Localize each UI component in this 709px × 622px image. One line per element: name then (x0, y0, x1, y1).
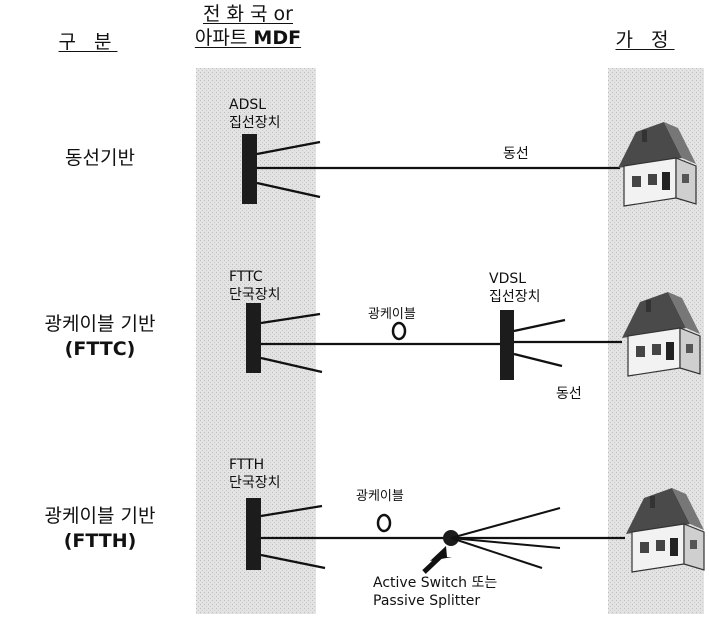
row-label-ftth-sub: (FTTH) (63, 530, 137, 552)
row-fttc: FTTC 단국장치 광케이블 VDSL 집선장치 동선 (229, 269, 701, 402)
header-home-text: 가 정 (615, 29, 675, 51)
arrow-shaft (422, 552, 445, 574)
device-vdsl-label-1: VDSL (489, 271, 526, 287)
device-box-vdsl (500, 310, 514, 380)
row-label-ftth-text: 광케이블 기반 (44, 505, 156, 527)
header-central-line2-ko: 아파트 (194, 27, 254, 49)
device-ftth-label-1: FTTH (229, 457, 264, 473)
device-box-fttc (246, 303, 261, 373)
header-central-office: 전 화 국 or 아파트 MDF (178, 2, 318, 50)
row-label-fttc-sub: (FTTC) (64, 338, 136, 360)
row-label-ftth: 광케이블 기반 (FTTH) (0, 504, 200, 554)
device-box-adsl (242, 134, 257, 204)
device-vdsl-label-2: 집선장치 (489, 289, 541, 305)
row-label-copper: 동선기반 (30, 146, 170, 171)
device-fttc-label-1: FTTC (229, 269, 263, 285)
device-adsl-label-2: 집선장치 (229, 115, 281, 131)
device-fttc-label-2: 단국장치 (229, 287, 281, 303)
fiber-coil-icon (391, 321, 407, 341)
header-central-line1: 전 화 국 or (203, 3, 293, 25)
copper-label-fttc: 동선 (556, 386, 582, 402)
header-central-line2-en: MDF (253, 27, 302, 49)
fiber-label-ftth: 광케이블 (356, 489, 404, 504)
header-category: 구 분 (48, 30, 128, 54)
row-copper: ADSL 집선장치 동선 (229, 97, 697, 207)
header-category-text: 구 분 (58, 31, 118, 53)
fiber-coil-icon (376, 513, 392, 533)
row-ftth: FTTH 단국장치 광케이블 Active Switch 또는 Passive … (229, 457, 705, 609)
row-label-fttc-text: 광케이블 기반 (44, 313, 156, 335)
header-home: 가 정 (595, 28, 695, 52)
device-box-ftth (246, 498, 261, 570)
row-label-fttc: 광케이블 기반 (FTTC) (0, 312, 200, 362)
row-label-copper-text: 동선기반 (65, 147, 135, 169)
device-ftth-label-2: 단국장치 (229, 475, 281, 491)
device-adsl-label-1: ADSL (229, 97, 266, 113)
switch-label-2: Passive Splitter (373, 593, 480, 609)
switch-label-1: Active Switch 또는 (373, 575, 497, 591)
copper-line-label: 동선 (503, 146, 529, 162)
fiber-label-fttc: 광케이블 (368, 307, 416, 322)
